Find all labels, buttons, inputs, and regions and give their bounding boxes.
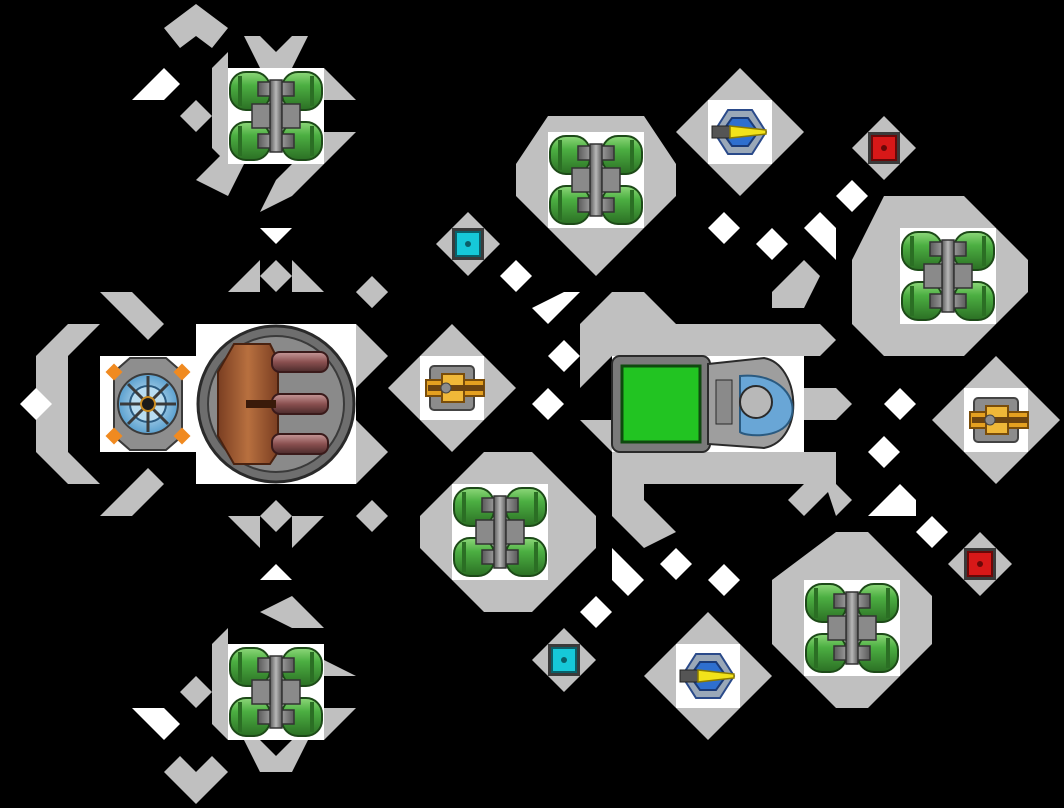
fuel-tank-icon[interactable] bbox=[899, 227, 997, 325]
hull-highlight bbox=[548, 340, 580, 372]
hull-plate bbox=[100, 468, 164, 516]
hull-highlight bbox=[260, 228, 292, 244]
fuel-tank-icon[interactable] bbox=[547, 131, 645, 229]
hull-highlight bbox=[580, 596, 612, 628]
cannon-icon[interactable] bbox=[963, 387, 1029, 453]
hull-plate bbox=[804, 388, 852, 420]
hull-highlight bbox=[708, 212, 740, 244]
hull-plate bbox=[260, 500, 292, 532]
hull-plate bbox=[356, 324, 388, 388]
hull-plate bbox=[180, 100, 212, 132]
hull-highlight bbox=[804, 212, 836, 260]
sensor-icon[interactable] bbox=[547, 643, 581, 677]
hull-plate bbox=[164, 4, 228, 48]
warning-light-icon[interactable] bbox=[867, 131, 901, 165]
fuel-tank-icon[interactable] bbox=[227, 67, 325, 165]
hull-plate bbox=[244, 36, 308, 68]
hull-highlight bbox=[884, 388, 916, 420]
hull-highlight bbox=[532, 388, 564, 420]
hull-plate bbox=[292, 516, 324, 548]
hull-plate bbox=[324, 132, 356, 164]
hull-highlight bbox=[868, 484, 916, 516]
sensor-icon[interactable] bbox=[451, 227, 485, 261]
hull-highlight bbox=[132, 68, 180, 100]
hull-plate bbox=[324, 660, 356, 676]
hull-plate bbox=[820, 468, 852, 516]
hull-plate bbox=[100, 292, 164, 340]
hull-plate bbox=[580, 420, 612, 452]
hull-highlight bbox=[868, 436, 900, 468]
hull-highlight bbox=[20, 388, 52, 420]
laser-icon[interactable] bbox=[707, 99, 773, 165]
shield-generator-icon[interactable] bbox=[100, 356, 196, 452]
hull-plate bbox=[244, 740, 308, 772]
hull-plate bbox=[260, 596, 324, 628]
hull-highlight bbox=[132, 708, 180, 740]
fuel-tank-icon[interactable] bbox=[451, 483, 549, 581]
hull-highlight bbox=[660, 548, 692, 580]
hull-plate bbox=[212, 52, 228, 164]
hull-plate bbox=[356, 420, 388, 484]
hull-highlight bbox=[532, 292, 580, 324]
hull-plate bbox=[228, 260, 260, 292]
fuel-tank-icon[interactable] bbox=[803, 579, 901, 677]
hull-plate bbox=[180, 676, 212, 708]
hull-plate bbox=[228, 516, 260, 548]
hull-plate bbox=[580, 292, 836, 388]
hull-highlight bbox=[756, 228, 788, 260]
hull-highlight bbox=[836, 180, 868, 212]
hull-plate bbox=[612, 452, 836, 548]
hull-plate bbox=[356, 276, 388, 308]
hull-plate bbox=[260, 164, 324, 212]
fuel-tank-icon[interactable] bbox=[227, 643, 325, 741]
hull-plate bbox=[292, 260, 324, 292]
hull-plate bbox=[772, 260, 820, 308]
hull-highlight bbox=[500, 260, 532, 292]
warning-light-icon[interactable] bbox=[963, 547, 997, 581]
hull-plate bbox=[36, 324, 100, 484]
missile-bay-icon[interactable] bbox=[196, 324, 356, 484]
hull-highlight bbox=[916, 516, 948, 548]
hull-plate bbox=[164, 756, 228, 804]
hull-highlight bbox=[260, 564, 292, 580]
hull-highlight bbox=[708, 564, 740, 596]
command-core-icon[interactable] bbox=[611, 355, 804, 453]
laser-icon[interactable] bbox=[675, 643, 741, 709]
hull-plate bbox=[260, 260, 292, 292]
hull-plate bbox=[324, 708, 356, 740]
hull-plate bbox=[324, 68, 356, 100]
hull-plate bbox=[212, 628, 228, 740]
hull-highlight bbox=[612, 548, 644, 596]
hull-plate bbox=[356, 500, 388, 532]
cannon-icon[interactable] bbox=[419, 355, 485, 421]
